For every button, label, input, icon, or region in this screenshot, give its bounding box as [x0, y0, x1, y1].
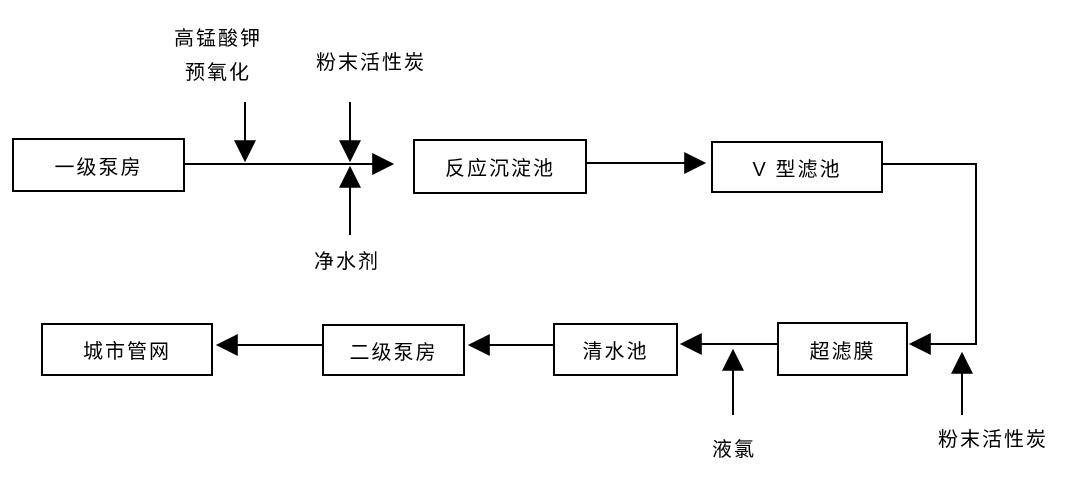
node-label: 一级泵房 — [54, 156, 143, 179]
node-city-pipe-network: 城市管网 — [41, 323, 213, 376]
node-ultrafiltration-membrane: 超滤膜 — [777, 322, 908, 376]
annotation-line: 高锰酸钾 — [174, 28, 262, 50]
node-label: V 型滤池 — [752, 158, 842, 181]
node-label: 清水池 — [582, 341, 649, 363]
edge-v-filter-to-ultrafiltration — [883, 163, 977, 355]
node-label: 二级泵房 — [349, 341, 438, 364]
annotation-line: 粉末活性炭 — [938, 429, 1048, 451]
node-clear-water-tank: 清水池 — [553, 323, 678, 376]
node-label: 反应沉淀池 — [445, 158, 555, 180]
annotation-line: 净水剂 — [314, 251, 380, 273]
node-label: 超滤膜 — [809, 340, 876, 363]
annotation-line: 液氯 — [712, 439, 756, 461]
annotation-line: 粉末活性炭 — [316, 52, 426, 74]
node-label: 城市管网 — [83, 341, 171, 363]
annotation-line: 预氧化 — [185, 62, 251, 84]
annotation-kmno4-preoxidation: 高锰酸钾 预氧化 — [174, 22, 262, 90]
node-reaction-sedimentation-tank: 反应沉淀池 — [413, 139, 587, 194]
annotation-liquid-chlorine: 液氯 — [712, 433, 756, 467]
node-primary-pump-station: 一级泵房 — [12, 138, 185, 192]
node-v-type-filter: V 型滤池 — [711, 141, 883, 193]
annotation-powdered-activated-carbon-top: 粉末活性炭 — [316, 46, 426, 80]
annotation-powdered-activated-carbon-bottom: 粉末活性炭 — [938, 423, 1048, 457]
node-secondary-pump-station: 二级泵房 — [322, 324, 465, 376]
annotation-water-purifying-agent: 净水剂 — [314, 245, 380, 279]
